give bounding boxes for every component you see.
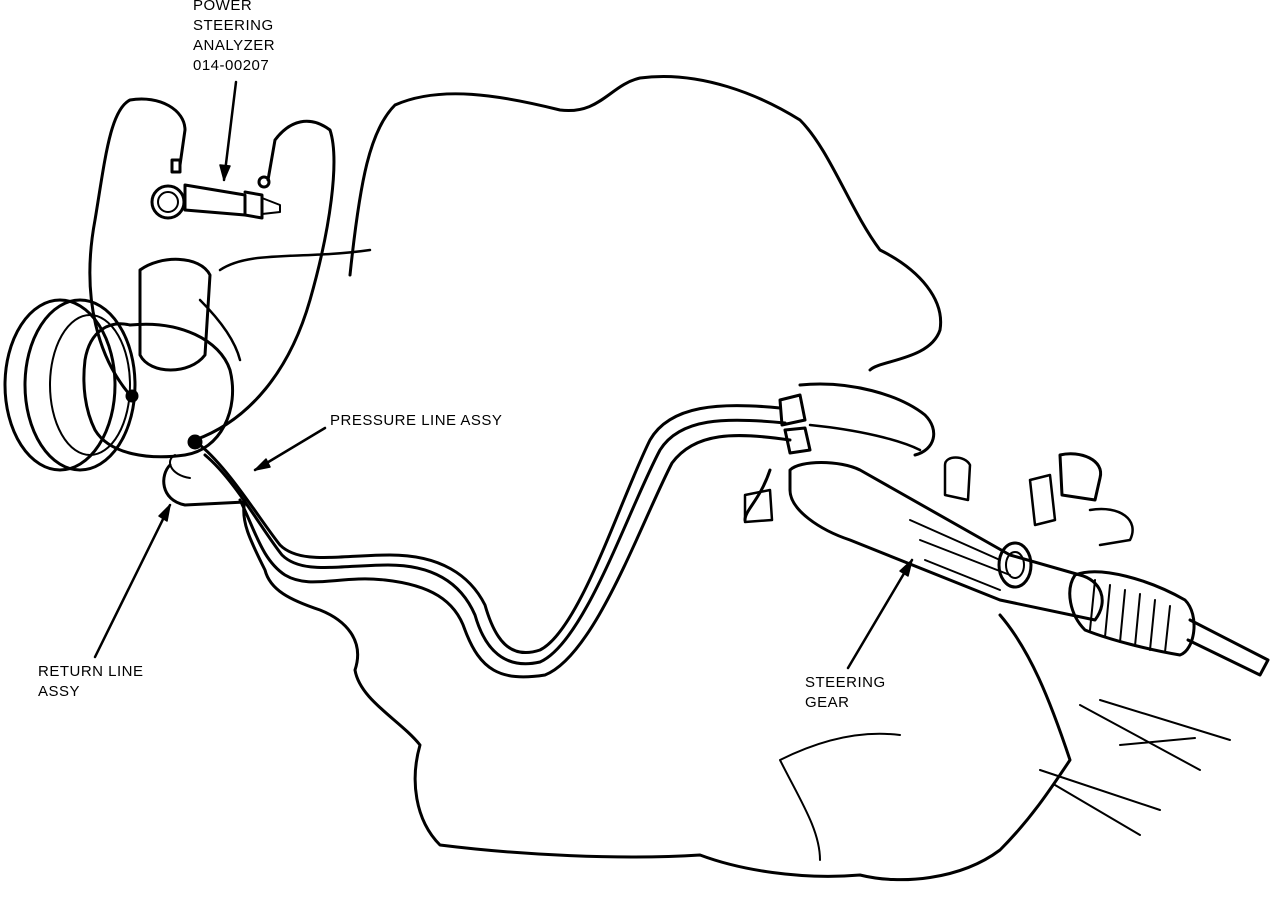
gear-fittings xyxy=(778,382,936,457)
steering-gear xyxy=(743,452,1270,677)
analyzer-hose-left xyxy=(88,97,187,397)
frame-rails xyxy=(1039,699,1231,836)
label-steering-gear: STEERING GEAR xyxy=(805,674,886,711)
label-power-steering-analyzer: POWER STEERING ANALYZER 014-00207 xyxy=(193,0,276,74)
pressure-line-inner xyxy=(203,418,787,666)
power-steering-analyzer xyxy=(150,158,281,220)
engine-head-line xyxy=(218,248,372,272)
steering-gear-leader-arrow xyxy=(846,558,914,670)
pump-pulley xyxy=(3,298,137,472)
analyzer-leader-arrow xyxy=(222,80,238,182)
return-line xyxy=(238,434,792,679)
return-leader-arrow xyxy=(93,503,172,659)
pressure-line xyxy=(198,404,782,655)
label-pressure-line-assy: PRESSURE LINE ASSY xyxy=(330,412,503,429)
analyzer-hose-right xyxy=(193,119,336,442)
label-return-line-assy: RETURN LINE ASSY xyxy=(38,663,144,700)
engine-lower-detail xyxy=(779,732,901,861)
